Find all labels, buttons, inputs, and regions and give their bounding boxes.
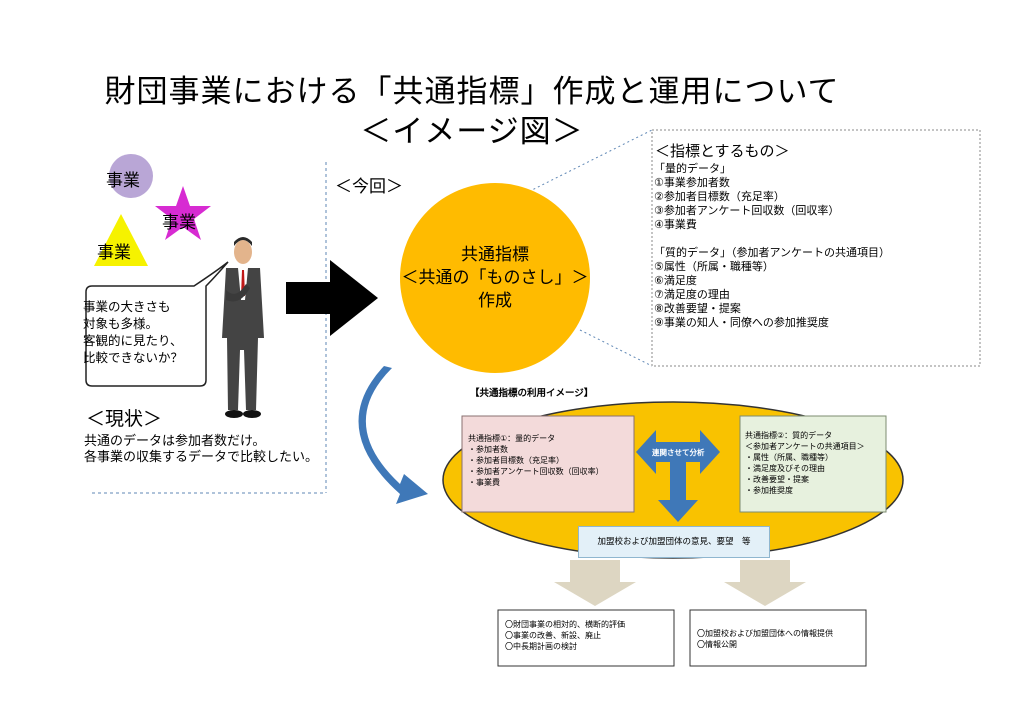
- indicator-item: ⑨事業の知人・同僚への参加推奨度: [654, 316, 829, 329]
- analysis-arrow: [636, 430, 720, 522]
- speech-line: 事業の大きさも: [83, 299, 171, 314]
- down-arrow-left: [554, 560, 636, 606]
- result-right-text: 〇加盟校および加盟団体への情報提供 〇情報公開: [697, 628, 833, 650]
- zoom-line-bottom: [579, 329, 653, 367]
- indicator-item: ③参加者アンケート回収数（回収率）: [654, 204, 840, 217]
- result-line: 〇中長期計画の検討: [505, 642, 577, 651]
- result-line: 〇財団事業の相対的、横断的評価: [505, 620, 625, 629]
- qualitative-line: ・満足度及びその理由: [745, 464, 825, 473]
- result-box-right: [689, 609, 867, 667]
- triangle-shape-label: 事業: [97, 243, 131, 263]
- status-line: 共通のデータは参加者数だけ。: [84, 434, 266, 449]
- indicator-heading: ＜指標とするもの＞: [655, 142, 790, 160]
- indicator-box-border: [651, 129, 981, 367]
- result-line: 〇事業の改善、新設、廃止: [505, 631, 601, 640]
- businessman-figure: [222, 237, 264, 418]
- qualitative-line: ・属性（所属、職種等）: [745, 453, 833, 462]
- curved-blue-arrow: [358, 366, 428, 504]
- quantitative-line: 共通指標①：量的データ: [468, 434, 556, 443]
- quantitative-line: ・参加者アンケート回収数（回収率）: [468, 467, 604, 476]
- circle-line: ＜共通の「ものさし」＞: [401, 268, 589, 288]
- current-status-heading: ＜現状＞: [86, 408, 163, 430]
- qualitative-box-text: 共通指標②：質的データ ＜参加者アンケートの共通項目＞ ・属性（所属、職種等） …: [745, 430, 865, 496]
- usage-title: 【共通指標の利用イメージ】: [470, 388, 594, 399]
- opinion-box: 加盟校および加盟団体の意見、要望 等: [578, 526, 770, 558]
- result-line: 〇情報公開: [697, 640, 737, 649]
- indicator-list: 「量的データ」 ①事業参加者数 ②参加者目標数（充足率） ③参加者アンケート回収…: [654, 162, 890, 330]
- indicator-item: ⑤属性（所属・職種等）: [654, 260, 774, 273]
- speech-line: 客観的に見たり、: [83, 333, 183, 348]
- page-title-line1: 財団事業における「共通指標」作成と運用について: [104, 74, 840, 110]
- quantitative-line: ・参加者目標数（充足率）: [468, 456, 564, 465]
- quantitative-box-text: 共通指標①：量的データ ・参加者数 ・参加者目標数（充足率） ・参加者アンケート…: [468, 433, 604, 488]
- indicator-item: ④事業費: [654, 218, 697, 231]
- circle-line: 共通指標: [461, 245, 529, 265]
- orange-indicator-circle: [400, 183, 590, 373]
- indicator-item: ⑧改善要望・提案: [654, 302, 741, 315]
- indicator-item: ⑥満足度: [654, 274, 697, 287]
- qualitative-line: 共通指標②：質的データ: [745, 431, 833, 440]
- purple-circle-shape: [109, 154, 153, 198]
- analysis-label: 連関させて分析: [652, 448, 705, 457]
- qualitative-line: ・参加推奨度: [745, 486, 793, 495]
- this-time-label: ＜今回＞: [335, 177, 403, 197]
- quantitative-line: ・事業費: [468, 478, 500, 487]
- qualitative-box: [739, 415, 887, 513]
- magenta-star-shape: [155, 186, 211, 240]
- big-arrow-right: [286, 260, 378, 336]
- speech-bubble-text: 事業の大きさも 対象も多様。 客観的に見たり、 比較できないか？: [83, 298, 209, 366]
- current-status-text: 共通のデータは参加者数だけ。 各事業の収集するデータで比較したい。: [84, 434, 318, 466]
- qualitative-line: ・改善要望・提案: [745, 475, 809, 484]
- indicator-item: ⑦満足度の理由: [654, 288, 730, 301]
- indicator-item: 「質的データ」（参加者アンケートの共通項目）: [654, 246, 891, 259]
- quantitative-box: [461, 415, 635, 513]
- yellow-triangle-shape: [94, 214, 148, 266]
- result-left-text: 〇財団事業の相対的、横断的評価 〇事業の改善、新設、廃止 〇中長期計画の検討: [505, 619, 625, 652]
- page-title-line2: ＜イメージ図＞: [360, 114, 584, 150]
- indicator-item: 「量的データ」: [654, 162, 731, 175]
- indicator-item: [654, 232, 890, 246]
- circle-shape-label: 事業: [106, 171, 140, 191]
- qualitative-line: ＜参加者アンケートの共通項目＞: [745, 442, 865, 451]
- indicator-item: ②参加者目標数（充足率）: [654, 190, 785, 203]
- down-arrow-right: [724, 560, 806, 606]
- speech-line: 対象も多様。: [83, 316, 159, 331]
- indicator-item: ①事業参加者数: [654, 176, 730, 189]
- result-line: 〇加盟校および加盟団体への情報提供: [697, 629, 833, 638]
- circle-line: 作成: [478, 291, 512, 311]
- circle-text: 共通指標 ＜共通の「ものさし」＞ 作成: [388, 244, 602, 313]
- status-line: 各事業の収集するデータで比較したい。: [84, 450, 319, 465]
- speech-bubble: [85, 261, 229, 387]
- speech-line: 比較できないか？: [83, 350, 184, 365]
- result-box-left: [497, 609, 675, 667]
- quantitative-line: ・参加者数: [468, 445, 508, 454]
- star-shape-label: 事業: [162, 213, 196, 233]
